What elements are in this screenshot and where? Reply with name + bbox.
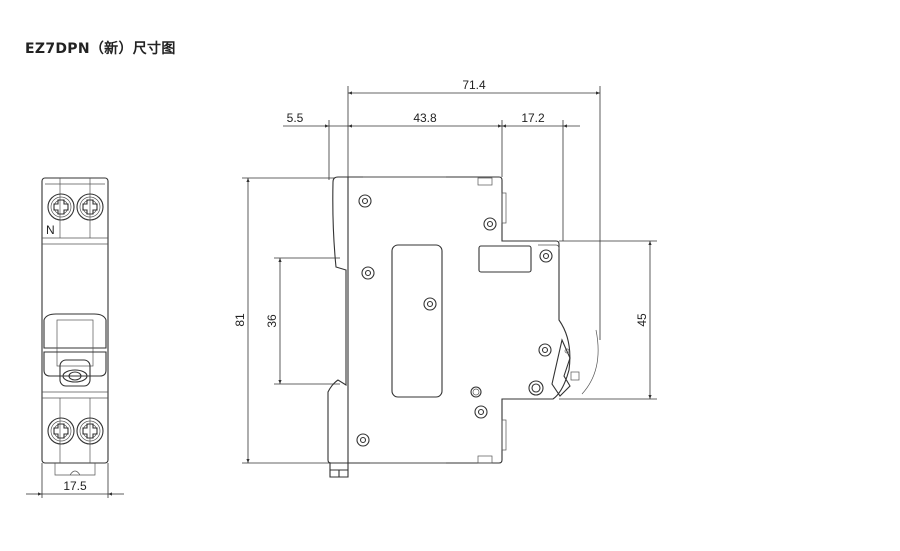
front-view: N 17.5	[26, 177, 124, 498]
page-title: EZ7DPN（新）尺寸图	[25, 41, 176, 57]
terminal-screw-icon	[47, 193, 75, 221]
side-view: 71.4 5.5 43.8 17.2 81 36 45	[233, 78, 657, 478]
overall-depth-label: 71.4	[462, 78, 486, 92]
front-height-label: 45	[635, 313, 649, 327]
width-dimension-label: 17.5	[63, 479, 87, 493]
label-window	[391, 244, 443, 398]
front-body-outline	[41, 177, 109, 464]
rivet-icons	[356, 194, 553, 447]
handle-lever	[551, 338, 571, 397]
terminal-screw-icon	[47, 417, 75, 445]
terminal-screw-icon	[76, 417, 104, 445]
indicator-window	[478, 245, 532, 273]
rail-offset-label: 5.5	[287, 111, 304, 125]
height-label: 81	[233, 313, 247, 327]
terminal-screw-icon	[76, 193, 104, 221]
front-depth-label: 17.2	[521, 111, 545, 125]
side-body-outline	[327, 176, 571, 464]
body-depth-label: 43.8	[413, 111, 437, 125]
neutral-terminal-label: N	[46, 223, 55, 237]
rail-height-label: 36	[265, 314, 279, 328]
toggle-handle	[43, 313, 107, 387]
